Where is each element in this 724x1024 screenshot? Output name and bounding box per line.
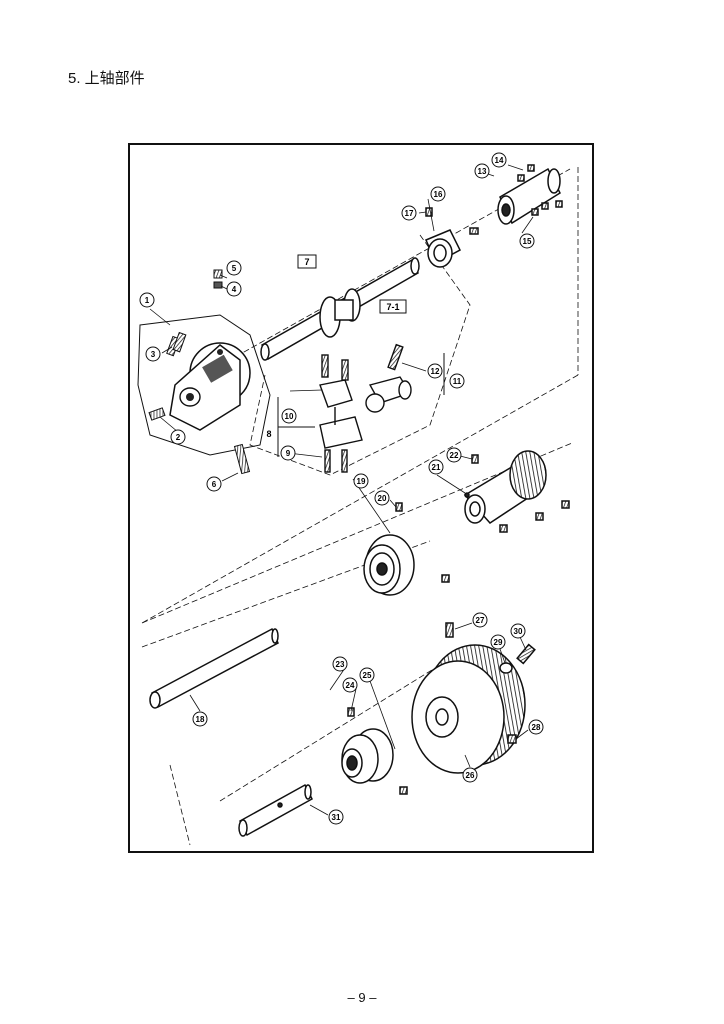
svg-text:8: 8 bbox=[266, 429, 271, 439]
svg-text:7-1: 7-1 bbox=[386, 302, 399, 312]
parts-19-20-pulley bbox=[363, 502, 450, 596]
svg-text:19: 19 bbox=[357, 477, 366, 486]
svg-text:5: 5 bbox=[232, 264, 237, 273]
parts-13-17-collars bbox=[425, 164, 563, 268]
section-title: 5. 上轴部件 bbox=[68, 70, 145, 87]
svg-text:21: 21 bbox=[432, 463, 441, 472]
part-7-upper-shaft bbox=[260, 257, 420, 361]
callout-17: 17 bbox=[401, 205, 417, 221]
svg-text:2: 2 bbox=[176, 433, 181, 442]
callout-22: 22 bbox=[446, 447, 462, 463]
callout-19: 19 bbox=[353, 473, 369, 489]
parts-23-25-pulley bbox=[341, 707, 408, 795]
svg-text:11: 11 bbox=[453, 377, 462, 386]
parts-26-30-gear bbox=[411, 622, 536, 774]
callout-14: 14 bbox=[491, 152, 507, 168]
svg-text:22: 22 bbox=[450, 451, 459, 460]
callout-12: 12 bbox=[427, 363, 443, 379]
svg-text:20: 20 bbox=[378, 494, 387, 503]
svg-text:13: 13 bbox=[478, 167, 487, 176]
callout-16: 16 bbox=[430, 186, 446, 202]
svg-text:29: 29 bbox=[494, 638, 503, 647]
callout-4: 4 bbox=[226, 281, 242, 297]
part-18-shaft bbox=[149, 627, 279, 709]
bracket-lines bbox=[277, 353, 445, 457]
svg-text:14: 14 bbox=[495, 156, 504, 165]
callout-1: 1 bbox=[139, 292, 155, 308]
parts-11-12-assembly bbox=[365, 343, 412, 413]
svg-text:7: 7 bbox=[304, 257, 309, 267]
callout-23: 23 bbox=[332, 656, 348, 672]
callout-20: 20 bbox=[374, 490, 390, 506]
svg-text:6: 6 bbox=[212, 480, 217, 489]
screws-part-1 bbox=[148, 269, 251, 475]
svg-text:17: 17 bbox=[405, 209, 414, 218]
boxed-label-7-1: 7-1 bbox=[379, 299, 407, 314]
callout-27: 27 bbox=[472, 612, 488, 628]
callout-26: 26 bbox=[462, 767, 478, 783]
svg-text:31: 31 bbox=[332, 813, 341, 822]
svg-text:23: 23 bbox=[336, 660, 345, 669]
svg-text:4: 4 bbox=[232, 285, 237, 294]
callout-13: 13 bbox=[474, 163, 490, 179]
callout-18: 18 bbox=[192, 711, 208, 727]
callout-25: 25 bbox=[359, 667, 375, 683]
svg-text:10: 10 bbox=[285, 412, 294, 421]
boxed-label-7: 7 bbox=[297, 254, 317, 269]
callout-24: 24 bbox=[342, 677, 358, 693]
svg-text:15: 15 bbox=[523, 237, 532, 246]
callout-28: 28 bbox=[528, 719, 544, 735]
callout-3: 3 bbox=[145, 346, 161, 362]
callout-9: 9 bbox=[280, 445, 296, 461]
svg-text:1: 1 bbox=[145, 296, 150, 305]
callout-29: 29 bbox=[490, 634, 506, 650]
leader-lines bbox=[149, 164, 534, 816]
parts-9-10-assembly bbox=[319, 354, 363, 473]
svg-text:26: 26 bbox=[466, 771, 475, 780]
svg-text:27: 27 bbox=[476, 616, 485, 625]
svg-text:16: 16 bbox=[434, 190, 443, 199]
svg-text:12: 12 bbox=[431, 367, 440, 376]
svg-text:25: 25 bbox=[363, 671, 372, 680]
part-1-group bbox=[137, 314, 271, 456]
svg-text:3: 3 bbox=[151, 350, 156, 359]
svg-text:9: 9 bbox=[286, 449, 291, 458]
bracket-label-8: 8 bbox=[266, 429, 271, 439]
exploded-parts-diagram: 7 7-1 8 1 2 bbox=[137, 152, 579, 846]
callout-6: 6 bbox=[206, 476, 222, 492]
callout-2: 2 bbox=[170, 429, 186, 445]
svg-text:28: 28 bbox=[532, 723, 541, 732]
callout-10: 10 bbox=[281, 408, 297, 424]
callout-30: 30 bbox=[510, 623, 526, 639]
page-number: – 9 – bbox=[347, 990, 377, 1005]
parts-21-22-gear bbox=[463, 450, 570, 533]
callout-11: 11 bbox=[449, 373, 465, 389]
callout-31: 31 bbox=[328, 809, 344, 825]
part-31-shaft bbox=[238, 783, 313, 837]
diagram-frame: 7 7-1 8 1 2 bbox=[128, 143, 594, 853]
callout-21: 21 bbox=[428, 459, 444, 475]
svg-text:24: 24 bbox=[346, 681, 355, 690]
svg-text:30: 30 bbox=[514, 627, 523, 636]
svg-text:18: 18 bbox=[196, 715, 205, 724]
callout-5: 5 bbox=[226, 260, 242, 276]
callout-15: 15 bbox=[519, 233, 535, 249]
